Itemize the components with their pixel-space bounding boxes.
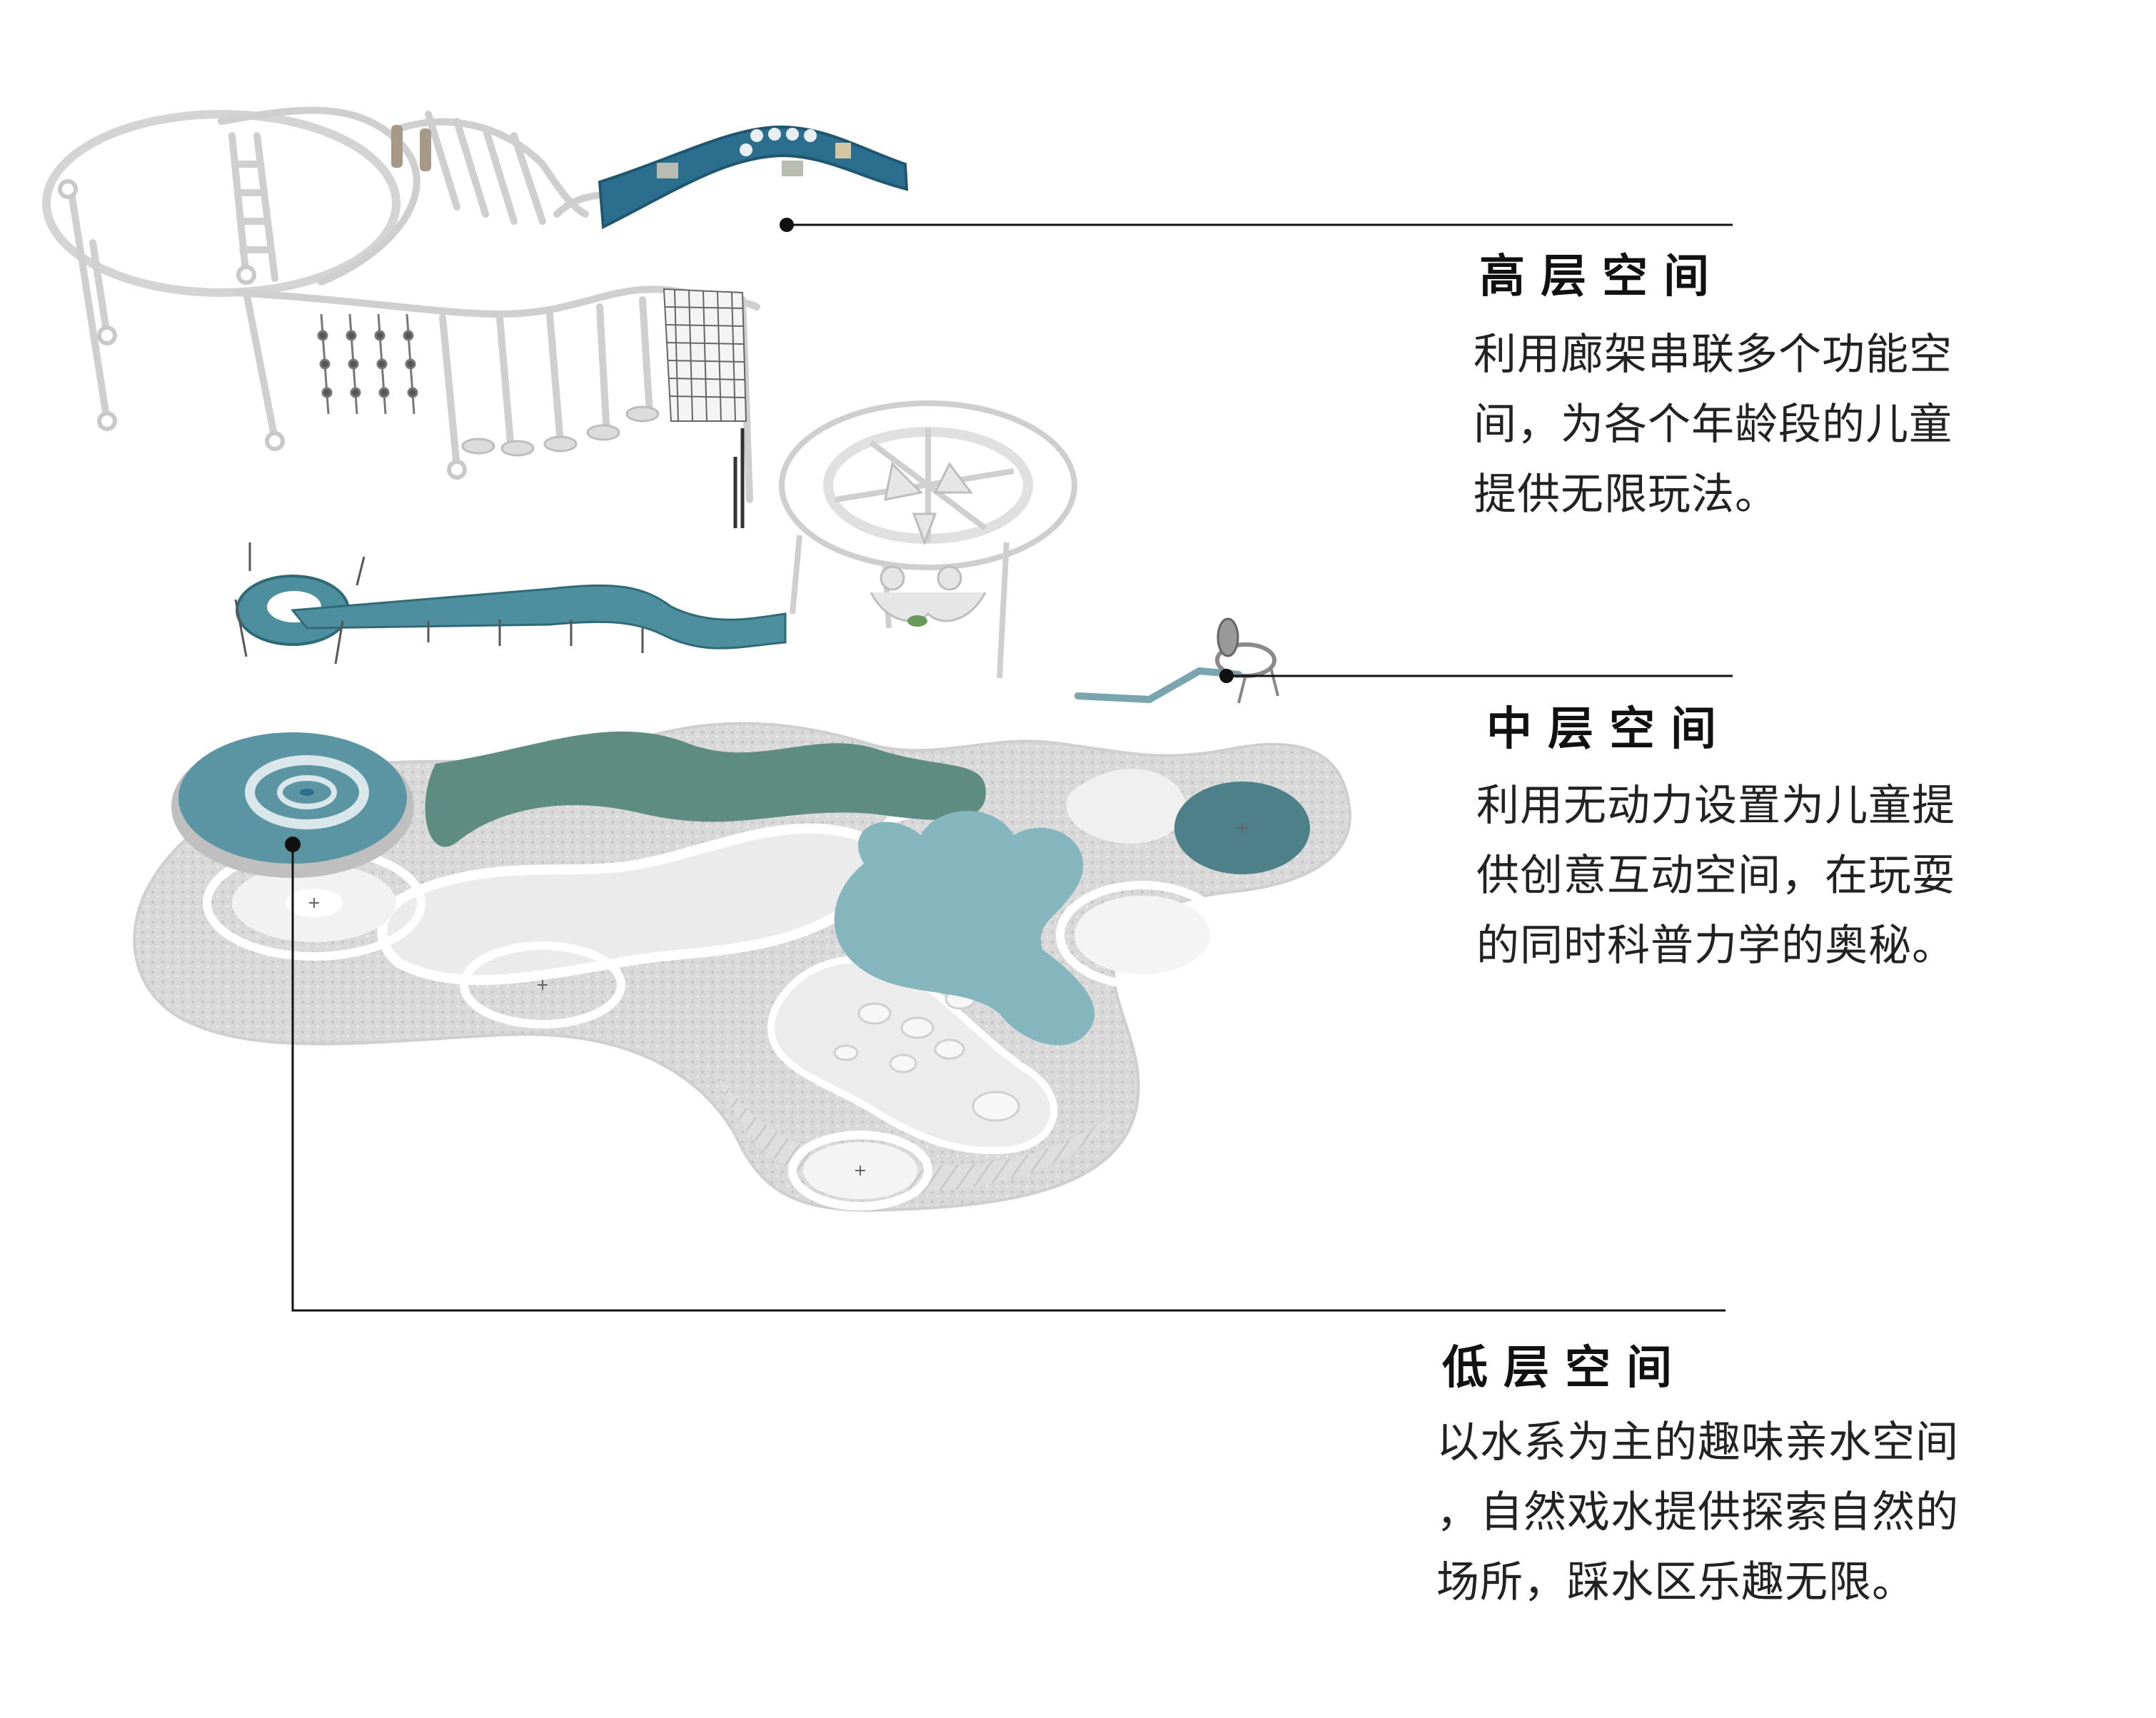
winding-water-channel [425,731,986,847]
high-layer-line: 间，为各个年龄段的儿童 [1474,400,1953,450]
stepping-stools [461,405,660,457]
middle-layer-ring-slide [234,542,787,665]
high-layer-title: 高层空间 [1479,251,1725,303]
spinner-posts [733,428,745,528]
low-layer-description: 以水系为主的趣味亲水空间 ，自然戏水提供探索自然的 场所，踩水区乐趣无限。 [1436,1408,1959,1617]
low-layer-line: ，自然戏水提供探索自然的 [1436,1487,1959,1537]
high-layer-line: 提供无限玩法。 [1474,470,1778,520]
ground-markers [309,823,1247,1176]
middle-layer-line: 的同时科普力学的奥秘。 [1476,921,1955,971]
leader-lines [291,223,1733,1312]
high-layer-line: 利用廊架串联多个功能空 [1474,330,1953,380]
low-layer-line: 以水系为主的趣味亲水空间 [1436,1418,1959,1467]
leader-dots [285,218,1234,852]
middle-layer-title: 中层空间 [1486,703,1732,756]
blue-arch-panel [598,125,909,230]
climbing-net [663,288,747,422]
column-footings [58,179,467,480]
middle-layer-line: 供创意互动空间，在玩耍 [1476,851,1955,901]
climbing-chains [317,313,418,415]
low-layer-title: 低层空间 [1442,1342,1688,1395]
rotating-ring-structure [779,400,1077,679]
wooden-posts [391,125,431,171]
splash-pad-disc [171,732,414,878]
spinner-seats [870,461,987,627]
low-layer-line: 场所，踩水区乐趣无限。 [1436,1557,1915,1607]
cloud-shaped-pool [834,811,1095,1046]
middle-layer-line: 利用无动力设置为儿童提 [1476,781,1955,831]
middle-layer-description: 利用无动力设置为儿童提 供创意互动空间，在玩耍 的同时科普力学的奥秘。 [1476,771,1955,981]
high-layer-description: 利用廊架串联多个功能空 间，为各个年龄段的儿童 提供无限玩法。 [1474,320,1953,530]
middle-layer-wheel [1074,617,1279,704]
